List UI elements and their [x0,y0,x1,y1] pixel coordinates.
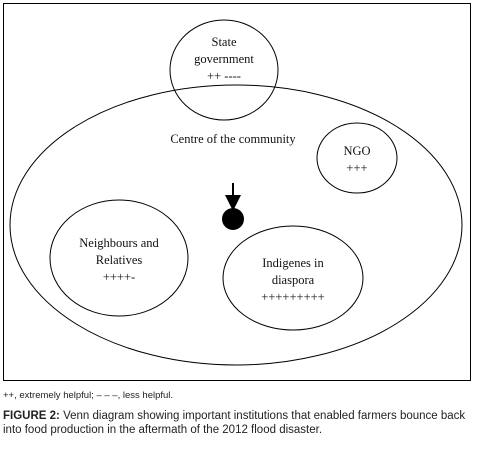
state-line-3: ++ ---- [207,69,241,83]
legend-note: ++, extremely helpful; – – –, less helpf… [3,390,174,401]
figure-caption: FIGURE 2: Venn diagram showing important… [3,409,475,437]
caption-label: FIGURE 2: [3,410,60,422]
community-ellipse [9,84,463,366]
caption-text: Venn diagram showing important instituti… [3,410,466,436]
neighbours-line-1: Neighbours and [79,236,159,250]
indigenes-diaspora-ellipse [222,225,364,331]
ngo-line-2: +++ [346,161,367,175]
indigenes-line-2: diaspora [272,273,315,287]
state-government-ellipse [169,19,279,121]
venn-diagram: State government ++ ---- Centre of the c… [9,19,463,366]
ngo-ellipse [316,122,398,194]
neighbours-line-3: ++++- [103,270,135,284]
state-line-1: State [212,35,237,49]
neighbours-relatives-ellipse [49,199,189,317]
neighbours-line-2: Relatives [96,253,143,267]
indigenes-line-1: Indigenes in [262,256,324,270]
indigenes-line-3: +++++++++ [261,290,324,304]
figure-frame [3,3,471,381]
community-label: Centre of the community [170,132,296,146]
centre-dot [222,208,244,230]
ngo-line-1: NGO [343,144,370,158]
state-line-2: government [194,52,254,66]
